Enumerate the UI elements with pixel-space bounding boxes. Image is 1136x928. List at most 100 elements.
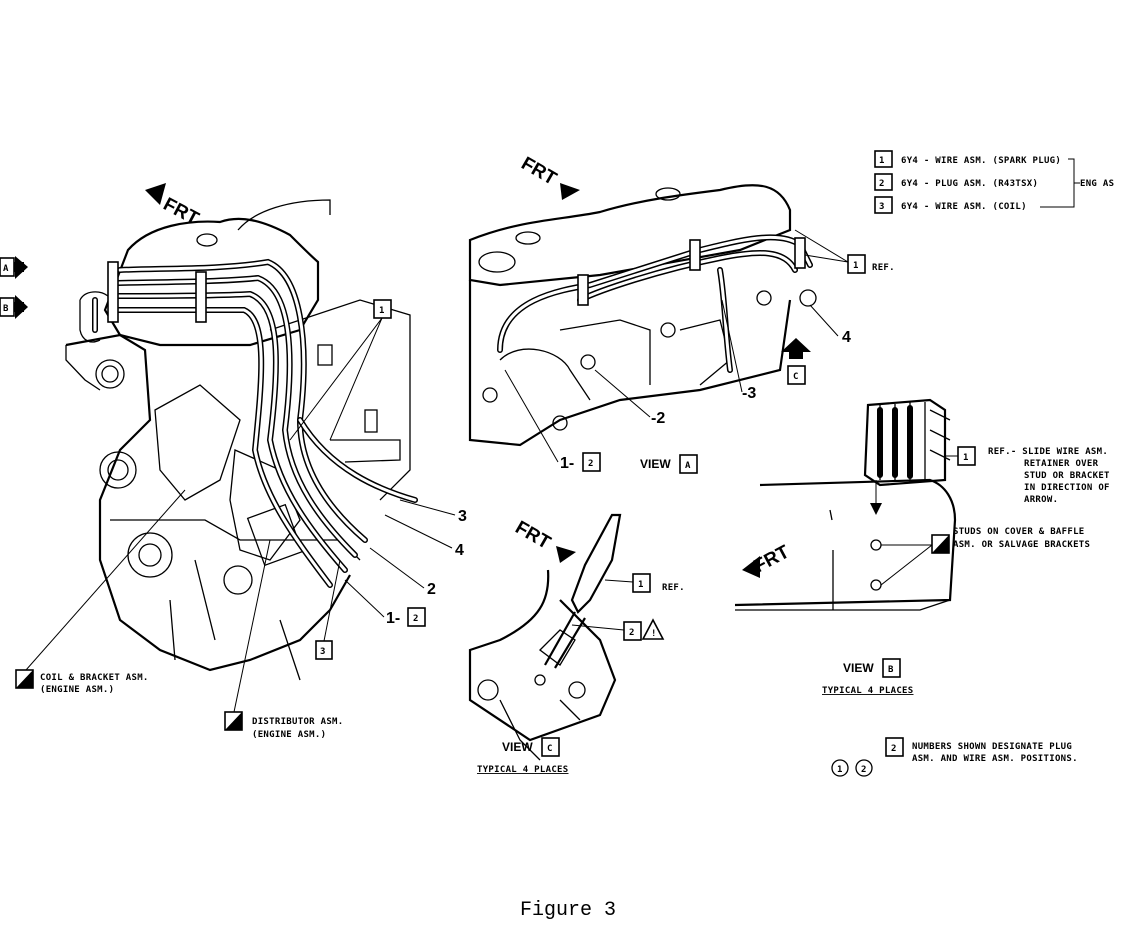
view-a-plug-1 <box>552 415 568 431</box>
legend-bracket-label: ENG AS <box>1080 179 1114 189</box>
view-a-bolt-2 <box>799 289 817 307</box>
distributor-note-line1: DISTRIBUTOR ASM. <box>252 717 344 727</box>
view-a-number-2: -2 <box>651 410 665 427</box>
frt-label-view-b: FRT <box>750 541 793 577</box>
view-b-stud-1 <box>870 539 882 551</box>
view-b-slide-note-3: STUD OR BRACKET <box>1024 471 1110 481</box>
view-c-ref-box <box>632 573 651 593</box>
callout-box-3-text: 3 <box>320 647 326 657</box>
main-wire-5-inner <box>298 418 417 502</box>
view-b-stud-leaders <box>880 544 933 586</box>
view-a-ref-text: REF. <box>872 263 895 273</box>
legend-box-1 <box>874 150 893 168</box>
coil-bracket <box>154 384 241 501</box>
leader-box-3 <box>323 559 341 642</box>
view-b-cover <box>734 478 957 607</box>
numbers-note-box <box>885 737 904 757</box>
view-a-wire-1-inner <box>498 235 812 352</box>
view-b-typical: TYPICAL 4 PLACES <box>822 686 914 696</box>
distributor-cap <box>246 503 304 567</box>
wire-retainer-a <box>107 261 119 323</box>
view-a-retainer-2 <box>689 239 701 271</box>
view-b-retainer-slots <box>879 402 926 482</box>
cam-sprocket-center <box>101 365 119 383</box>
coil-note-leader <box>25 489 186 671</box>
legend-num-2: 2 <box>879 179 885 189</box>
manifold-outline <box>269 299 411 501</box>
legend-num-1: 1 <box>879 156 885 166</box>
view-a: FRT 1 REF. 4 -3 -2 <box>468 153 895 474</box>
view-a-retainer-1 <box>577 274 589 306</box>
view-b-studs-note-2: ASM. OR SALVAGE BRACKETS <box>953 540 1090 550</box>
view-c-details <box>499 699 581 761</box>
view-a-port-left <box>499 348 591 401</box>
view-c-box-2-text: 2 <box>629 628 635 638</box>
crank-pulley-center <box>107 459 129 481</box>
legend-num-3: 3 <box>879 202 885 212</box>
view-a-number-1: 1- <box>560 455 574 472</box>
numbers-note-line1: NUMBERS SHOWN DESIGNATE PLUG <box>912 742 1072 752</box>
cam-sprocket <box>95 359 125 389</box>
view-c-bolt-3 <box>534 674 546 686</box>
view-c-letter-box <box>541 737 560 757</box>
view-a-leader-2 <box>594 369 651 418</box>
view-a-letter-box <box>679 454 698 474</box>
number-4: 4 <box>455 542 464 559</box>
frt-label-view-c: FRT <box>512 517 555 554</box>
position-circle-2 <box>855 759 873 777</box>
view-c-bolt-1 <box>477 679 499 701</box>
leader-4 <box>384 514 453 549</box>
view-a-ref-box-text: 1 <box>853 261 859 271</box>
view-c-head <box>468 569 617 742</box>
view-a-oil-cap <box>515 231 541 245</box>
view-c-plug-wire <box>544 611 586 669</box>
view-c-ref-leader <box>604 579 634 583</box>
view-a-cap-left <box>478 251 516 273</box>
view-b-flange <box>829 509 834 610</box>
callout-box-1 <box>373 299 392 319</box>
view-c-bolt-2 <box>568 681 586 699</box>
view-a-leader-4 <box>809 304 839 337</box>
main-wire-1-inner <box>118 260 367 542</box>
view-c-tab-box <box>787 365 806 385</box>
view-a-wire-2-inner <box>578 251 797 302</box>
view-a-ports <box>559 319 731 386</box>
leader-1 <box>344 579 385 618</box>
view-c-box-2 <box>623 621 642 641</box>
wire-retainer-b <box>195 271 207 323</box>
view-b-slide-note-1: REF.- SLIDE WIRE ASM. <box>988 447 1108 457</box>
number-1: 1- <box>386 610 400 627</box>
legend-text-1: 6Y4 - WIRE ASM. (SPARK PLUG) <box>901 156 1061 166</box>
view-b-retainer <box>863 398 947 487</box>
position-circle-1-text: 1 <box>837 765 843 775</box>
view-a-ref-leaders <box>794 229 849 263</box>
view-a-wire-3-inner <box>718 268 732 372</box>
coil-note: COIL & BRACKET ASM. (ENGINE ASM.) <box>15 489 186 695</box>
leader-3 <box>399 499 456 516</box>
numbers-note: 2 NUMBERS SHOWN DESIGNATE PLUG ASM. AND … <box>831 737 1078 777</box>
leader-2 <box>369 547 425 589</box>
view-a-box-2-text: 2 <box>588 459 594 469</box>
view-b-studs-note-1: STUDS ON COVER & BAFFLE <box>953 527 1085 537</box>
numbers-note-line2: ASM. AND WIRE ASM. POSITIONS. <box>912 754 1078 764</box>
legend: 1 6Y4 - WIRE ASM. (SPARK PLUG) 2 6Y4 - P… <box>874 150 1114 214</box>
view-b-slide-note-5: ARROW. <box>1024 495 1058 505</box>
manifold-base <box>330 439 401 463</box>
view-a-letter: A <box>685 461 691 471</box>
view-a-label: VIEW <box>640 457 671 471</box>
side-tab-b-label: B <box>3 304 9 314</box>
view-a-bolt-1 <box>482 387 498 403</box>
block-edge-a <box>65 345 101 391</box>
distributor-note-leader <box>233 539 271 713</box>
view-a-plug-3 <box>660 322 676 338</box>
filled-triangle-icon <box>932 535 949 553</box>
view-c-box-2-leader <box>571 624 625 631</box>
view-a-head <box>468 280 792 447</box>
distributor-note-line2: (ENGINE ASM.) <box>252 730 326 740</box>
oil-cap <box>196 233 218 247</box>
figure-caption: Figure 3 <box>519 899 616 922</box>
view-b-wires <box>877 405 913 479</box>
view-c-plug-boot <box>570 513 622 614</box>
timing-cover-hub <box>127 532 173 578</box>
